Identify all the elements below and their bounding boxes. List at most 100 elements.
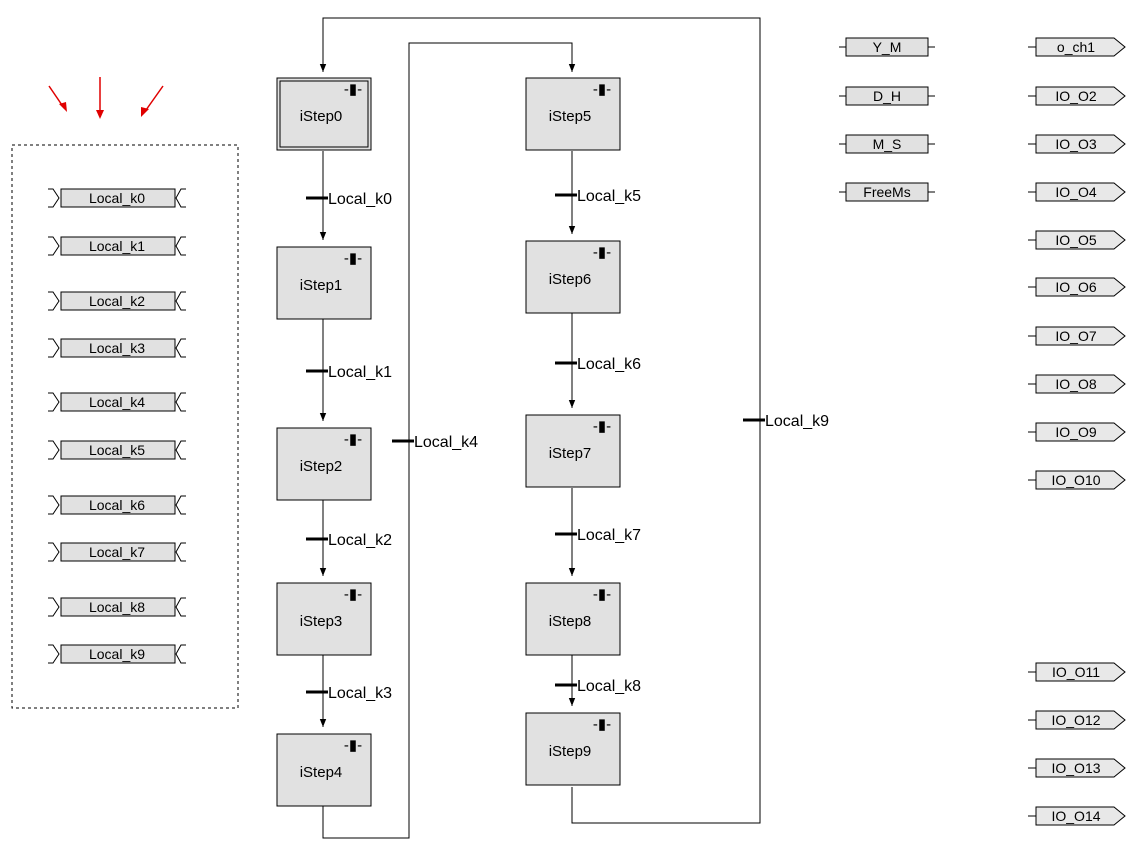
local-var-block[interactable]: Local_k9 — [48, 644, 186, 664]
step-marker-icon: -▮- — [593, 81, 611, 98]
output-port[interactable]: IO_O2 — [1028, 86, 1126, 106]
transition[interactable]: Local_k2 — [306, 532, 392, 549]
output-port[interactable]: IO_O13 — [1028, 758, 1126, 778]
input-var-block[interactable]: D_H — [839, 86, 935, 106]
output-port-body — [1035, 662, 1126, 682]
step-block[interactable]: -▮-iStep1 — [276, 246, 372, 320]
step-marker-icon: -▮- — [344, 250, 362, 267]
transition[interactable]: Local_k5 — [555, 188, 641, 205]
input-var-block[interactable]: M_S — [839, 134, 935, 154]
steps-group: -▮-iStep0-▮-iStep1-▮-iStep2-▮-iStep3-▮-i… — [276, 77, 621, 807]
output-port-label: IO_O12 — [1051, 712, 1100, 728]
output-port[interactable]: IO_O12 — [1028, 710, 1126, 730]
local-var-label: Local_k8 — [89, 599, 145, 615]
output-port[interactable]: IO_O10 — [1028, 470, 1126, 490]
transition[interactable]: Local_k9 — [743, 413, 829, 430]
step-body — [525, 712, 621, 786]
transition[interactable]: Local_k3 — [306, 685, 392, 702]
transition-label: Local_k4 — [414, 434, 478, 451]
output-port[interactable]: IO_O7 — [1028, 326, 1126, 346]
local-var-out-pin — [175, 392, 186, 412]
output-port-label: IO_O3 — [1055, 136, 1096, 152]
transition-label: Local_k7 — [577, 527, 641, 544]
step-block[interactable]: -▮-iStep8 — [525, 582, 621, 656]
step-block[interactable]: -▮-iStep0 — [276, 77, 372, 151]
transition-label: Local_k2 — [328, 532, 392, 549]
step-block[interactable]: -▮-iStep7 — [525, 414, 621, 488]
output-port[interactable]: o_ch1 — [1028, 37, 1126, 57]
transition-label: Local_k9 — [765, 413, 829, 430]
output-port-body — [1035, 182, 1126, 202]
transition[interactable]: Local_k7 — [555, 527, 641, 544]
transition[interactable]: Local_k6 — [555, 356, 641, 373]
transition-label: Local_k0 — [328, 191, 392, 208]
local-var-block[interactable]: Local_k5 — [48, 440, 186, 460]
step-block[interactable]: -▮-iStep3 — [276, 582, 372, 656]
local-var-block[interactable]: Local_k7 — [48, 542, 186, 562]
step-label: iStep1 — [300, 277, 343, 294]
transition[interactable]: Local_k1 — [306, 364, 392, 381]
output-port-body — [1035, 374, 1126, 394]
step-block[interactable]: -▮-iStep4 — [276, 733, 372, 807]
input-var-label: D_H — [873, 88, 901, 104]
input-var-label: Y_M — [873, 39, 902, 55]
output-port[interactable]: IO_O6 — [1028, 277, 1126, 297]
transition-label: Local_k5 — [577, 188, 641, 205]
local-var-out-pin — [175, 440, 186, 460]
output-port[interactable]: IO_O8 — [1028, 374, 1126, 394]
step-label: iStep7 — [549, 445, 592, 462]
local-var-out-pin — [175, 644, 186, 664]
step-marker-icon: -▮- — [344, 81, 362, 98]
transition-label: Local_k3 — [328, 685, 392, 702]
step-marker-icon: -▮- — [593, 418, 611, 435]
local-var-in-pin — [48, 338, 60, 358]
step-marker-icon: -▮- — [344, 586, 362, 603]
transition[interactable]: Local_k0 — [306, 191, 392, 208]
local-var-block[interactable]: Local_k1 — [48, 236, 186, 256]
input-var-block[interactable]: Y_M — [839, 37, 935, 57]
local-var-in-pin — [48, 542, 60, 562]
red-arrow-right — [145, 85, 164, 111]
input-var-block[interactable]: FreeMs — [839, 182, 935, 202]
local-var-label: Local_k0 — [89, 190, 145, 206]
output-port-label: IO_O2 — [1055, 88, 1096, 104]
local-var-label: Local_k3 — [89, 340, 145, 356]
local-var-label: Local_k4 — [89, 394, 145, 410]
output-port[interactable]: IO_O4 — [1028, 182, 1126, 202]
output-port-label: IO_O13 — [1051, 760, 1100, 776]
local-var-block[interactable]: Local_k2 — [48, 291, 186, 311]
output-port-body — [1035, 277, 1126, 297]
step-block[interactable]: -▮-iStep5 — [525, 77, 621, 151]
local-var-block[interactable]: Local_k4 — [48, 392, 186, 412]
local-var-in-pin — [48, 392, 60, 412]
step-block[interactable]: -▮-iStep6 — [525, 240, 621, 314]
local-var-out-pin — [175, 597, 186, 617]
output-port-body — [1035, 326, 1126, 346]
initial-step-border — [279, 80, 369, 148]
step-body — [525, 240, 621, 314]
step-body — [276, 246, 372, 320]
output-port[interactable]: IO_O9 — [1028, 422, 1126, 442]
annotation-arrows — [48, 77, 164, 119]
local-variables-group: Local_k0Local_k1Local_k2Local_k3Local_k4… — [48, 188, 186, 664]
local-var-block[interactable]: Local_k3 — [48, 338, 186, 358]
step-marker-icon: -▮- — [593, 716, 611, 733]
local-var-block[interactable]: Local_k0 — [48, 188, 186, 208]
local-vars-selection[interactable] — [11, 144, 239, 709]
output-port-label: IO_O10 — [1051, 472, 1100, 488]
output-port[interactable]: IO_O5 — [1028, 230, 1126, 250]
output-port-body — [1035, 470, 1126, 490]
transition[interactable]: Local_k8 — [555, 678, 641, 695]
local-var-block[interactable]: Local_k8 — [48, 597, 186, 617]
output-port[interactable]: IO_O3 — [1028, 134, 1126, 154]
local-var-block[interactable]: Local_k6 — [48, 495, 186, 515]
step-block[interactable]: -▮-iStep2 — [276, 427, 372, 501]
step-block[interactable]: -▮-iStep9 — [525, 712, 621, 786]
transition[interactable]: Local_k4 — [392, 434, 478, 451]
step-label: iStep5 — [549, 108, 592, 125]
local-var-label: Local_k9 — [89, 646, 145, 662]
output-port-body — [1035, 806, 1126, 826]
output-port[interactable]: IO_O11 — [1028, 662, 1126, 682]
output-port[interactable]: IO_O14 — [1028, 806, 1126, 826]
